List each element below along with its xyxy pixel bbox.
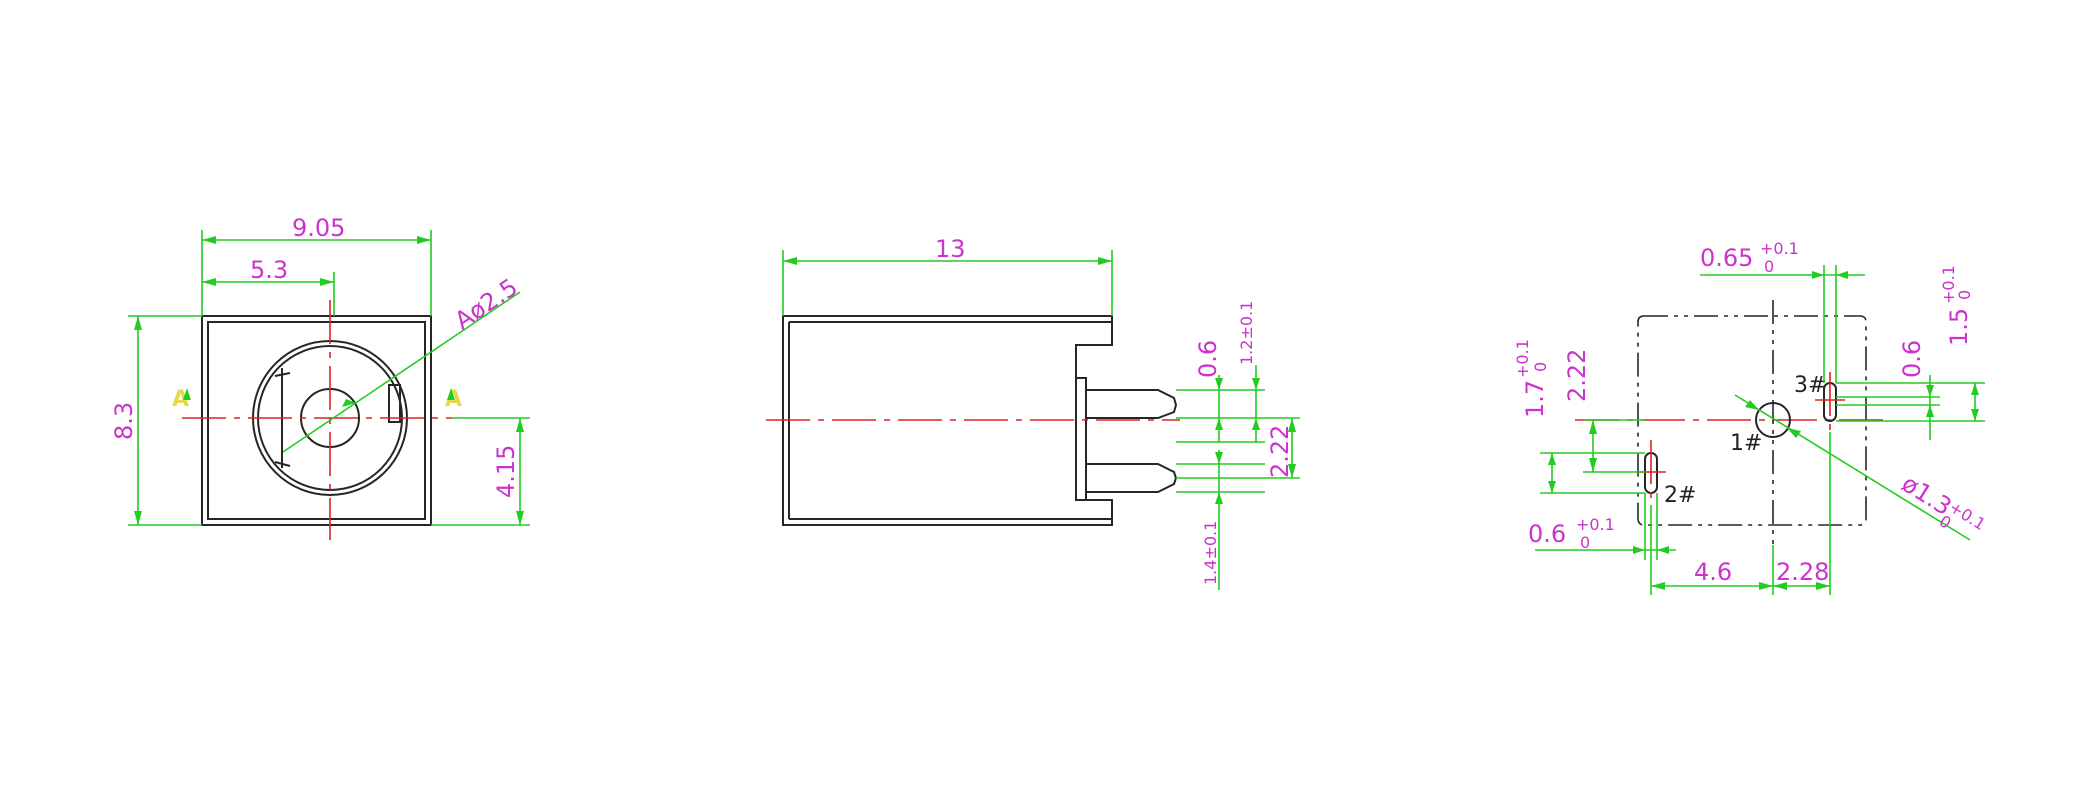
dim-pin-width-label: 0.6: [1194, 340, 1222, 378]
section-arrow-left: [183, 388, 191, 400]
slot2-width-tol-top: +0.1: [1576, 515, 1615, 534]
slot3-length-tol-top: +0.1: [1939, 265, 1958, 304]
dim-arrow: [1252, 378, 1260, 430]
slot3-width-tol-bottom: 0: [1764, 257, 1774, 276]
dim-arrow: [1633, 546, 1669, 554]
leader-arrow: [342, 399, 356, 407]
slot3-length-tol-bottom: 0: [1955, 290, 1974, 300]
front-flange-edge: [274, 372, 291, 467]
slot3-length-label: 1.5: [1945, 308, 1973, 346]
dim-arrow: [1651, 582, 1830, 590]
dim-arrow: [1215, 452, 1223, 504]
pin3-label: 3#: [1794, 373, 1826, 398]
dim-width-label: 9.05: [292, 214, 345, 242]
dim-arrow: [1589, 420, 1597, 472]
dim-arrow: [1812, 271, 1848, 279]
dim-offset-label: 5.3: [250, 256, 288, 284]
side-pin-base: [1076, 377, 1087, 501]
dim-length-label: 13: [935, 235, 966, 263]
pin1-label: 1#: [1730, 431, 1762, 456]
leader-hole: [1734, 394, 1971, 541]
slot2-width-tol-bottom: 0: [1580, 533, 1590, 552]
dim-arrow: [202, 278, 334, 286]
front-terminal-slot: [388, 384, 401, 423]
front-body-outline: [201, 315, 432, 526]
bottom-view: 1# 3# 2# 0.65 +0.1 0 0.6 1.5 +0.1 0: [1513, 239, 1989, 595]
dim-arrow: [1548, 453, 1556, 493]
dim-arrow: [1926, 385, 1934, 417]
slot3-offset-label: 0.6: [1898, 340, 1926, 378]
dim-arrow: [1215, 378, 1223, 430]
side-view: 13 0.6 1.2±0.1 2.22 1.4±0.1: [766, 235, 1300, 590]
side-pin-upper: [1086, 389, 1178, 419]
leader-hole: [282, 291, 521, 453]
front-body-inner-rim: [207, 321, 426, 520]
dim-center-height-label: 4.15: [492, 445, 520, 498]
dim-arrow: [1971, 383, 1979, 421]
dist-right-label: 2.28: [1776, 558, 1829, 586]
dim-height-label: 8.3: [110, 402, 138, 440]
slot2-length-tol-top: +0.1: [1513, 339, 1532, 378]
slot3-width-label: 0.65: [1700, 244, 1753, 272]
slot2-offset-label: 2.22: [1563, 349, 1591, 402]
slot2-length-label: 1.7: [1521, 380, 1549, 418]
hole-dia-label: Aø2.5: [450, 273, 523, 335]
leader-arrow: [1745, 400, 1801, 438]
front-view: A A 9.05 5.3 8.3 4.15 Aø2.5: [110, 214, 530, 540]
dist-left-label: 4.6: [1694, 558, 1732, 586]
side-pin-lower: [1086, 463, 1178, 493]
slot2-length-tol-bottom: 0: [1531, 362, 1550, 372]
bottom-body-outline: [1637, 315, 1867, 526]
dim-pin-tol-bottom-label: 1.4±0.1: [1201, 521, 1220, 585]
dim-pin-tol-top-label: 1.2±0.1: [1237, 301, 1256, 365]
slot2-width-label: 0.6: [1528, 520, 1566, 548]
pin2-label: 2#: [1664, 483, 1696, 508]
section-mark-left: A: [172, 387, 189, 412]
slot3-width-tol-top: +0.1: [1760, 239, 1799, 258]
pin1-hole: [1755, 402, 1791, 438]
dim-pin-spacing-label: 2.22: [1266, 425, 1294, 478]
dim-arrow: [1288, 418, 1296, 478]
section-arrow-right: [447, 388, 455, 400]
